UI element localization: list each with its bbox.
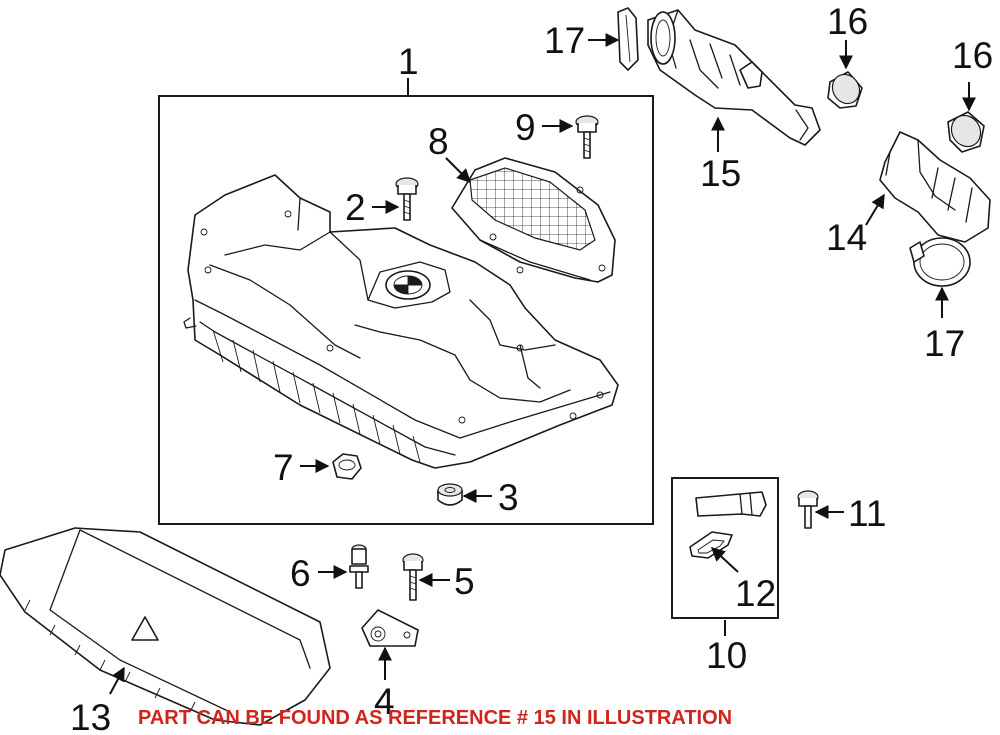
callout-12: 12 bbox=[735, 573, 776, 614]
part-1-intake-silencer-housing bbox=[183, 174, 619, 469]
callout-8: 8 bbox=[428, 121, 449, 162]
callout-17-a: 17 bbox=[544, 20, 585, 61]
part-13-under-cover bbox=[0, 527, 331, 726]
assembly-box-10 bbox=[671, 477, 779, 619]
part-11-bolt bbox=[797, 490, 819, 529]
part-14-duct bbox=[879, 131, 991, 243]
callout-3: 3 bbox=[498, 477, 519, 518]
part-16-cap-a bbox=[827, 71, 863, 109]
part-8-filter-cover bbox=[451, 157, 616, 283]
callout-4: 4 bbox=[374, 681, 395, 722]
part-2-bolt bbox=[395, 177, 419, 221]
callout-10: 10 bbox=[706, 635, 747, 676]
part-5-bolt bbox=[402, 553, 424, 601]
callout-2: 2 bbox=[345, 187, 366, 228]
part-3-grommet bbox=[437, 483, 463, 506]
leader-lines bbox=[109, 33, 976, 695]
callout-13: 13 bbox=[70, 697, 111, 735]
callout-1: 1 bbox=[398, 41, 419, 82]
callout-15: 15 bbox=[700, 153, 741, 194]
part-12-seal bbox=[689, 531, 733, 559]
part-7-nut bbox=[332, 453, 362, 480]
assembly-box-1 bbox=[158, 95, 654, 525]
part-17-clamp-top bbox=[617, 7, 639, 71]
callout-16-b: 16 bbox=[952, 35, 993, 76]
part-4-bracket bbox=[361, 609, 419, 647]
callout-6: 6 bbox=[290, 553, 311, 594]
part-17-clamp-right bbox=[909, 237, 971, 287]
part-15-intake-hose bbox=[647, 9, 821, 146]
callout-5: 5 bbox=[454, 561, 475, 602]
part-16-cap-b bbox=[947, 111, 985, 153]
callout-16-a: 16 bbox=[827, 1, 868, 42]
callout-7: 7 bbox=[273, 447, 294, 488]
part-6-stud bbox=[349, 544, 369, 589]
reference-note: PART CAN BE FOUND AS REFERENCE # 15 IN I… bbox=[138, 707, 732, 729]
part-9-bolt bbox=[575, 115, 599, 159]
callout-11: 11 bbox=[848, 493, 886, 534]
part-10-sensor bbox=[695, 491, 767, 517]
callout-9: 9 bbox=[515, 107, 536, 148]
callout-14: 14 bbox=[826, 217, 867, 258]
callout-17-b: 17 bbox=[924, 323, 965, 364]
